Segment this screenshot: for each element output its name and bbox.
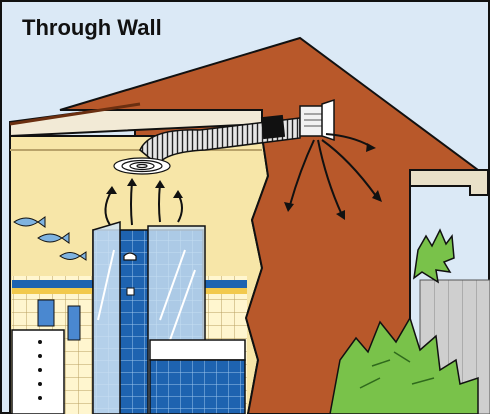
ceiling-grille-icon: [114, 158, 170, 174]
shower-icon: [124, 253, 136, 260]
bathtub: [150, 340, 245, 360]
shower-tap: [127, 288, 134, 295]
shower-glass-left: [93, 222, 120, 414]
vanity-cabinet: [12, 330, 64, 414]
page-title: Through Wall: [22, 15, 162, 41]
towel: [38, 300, 54, 326]
bathtub-base: [150, 360, 245, 414]
duct-clamp: [261, 115, 285, 139]
towel-2: [68, 306, 80, 340]
